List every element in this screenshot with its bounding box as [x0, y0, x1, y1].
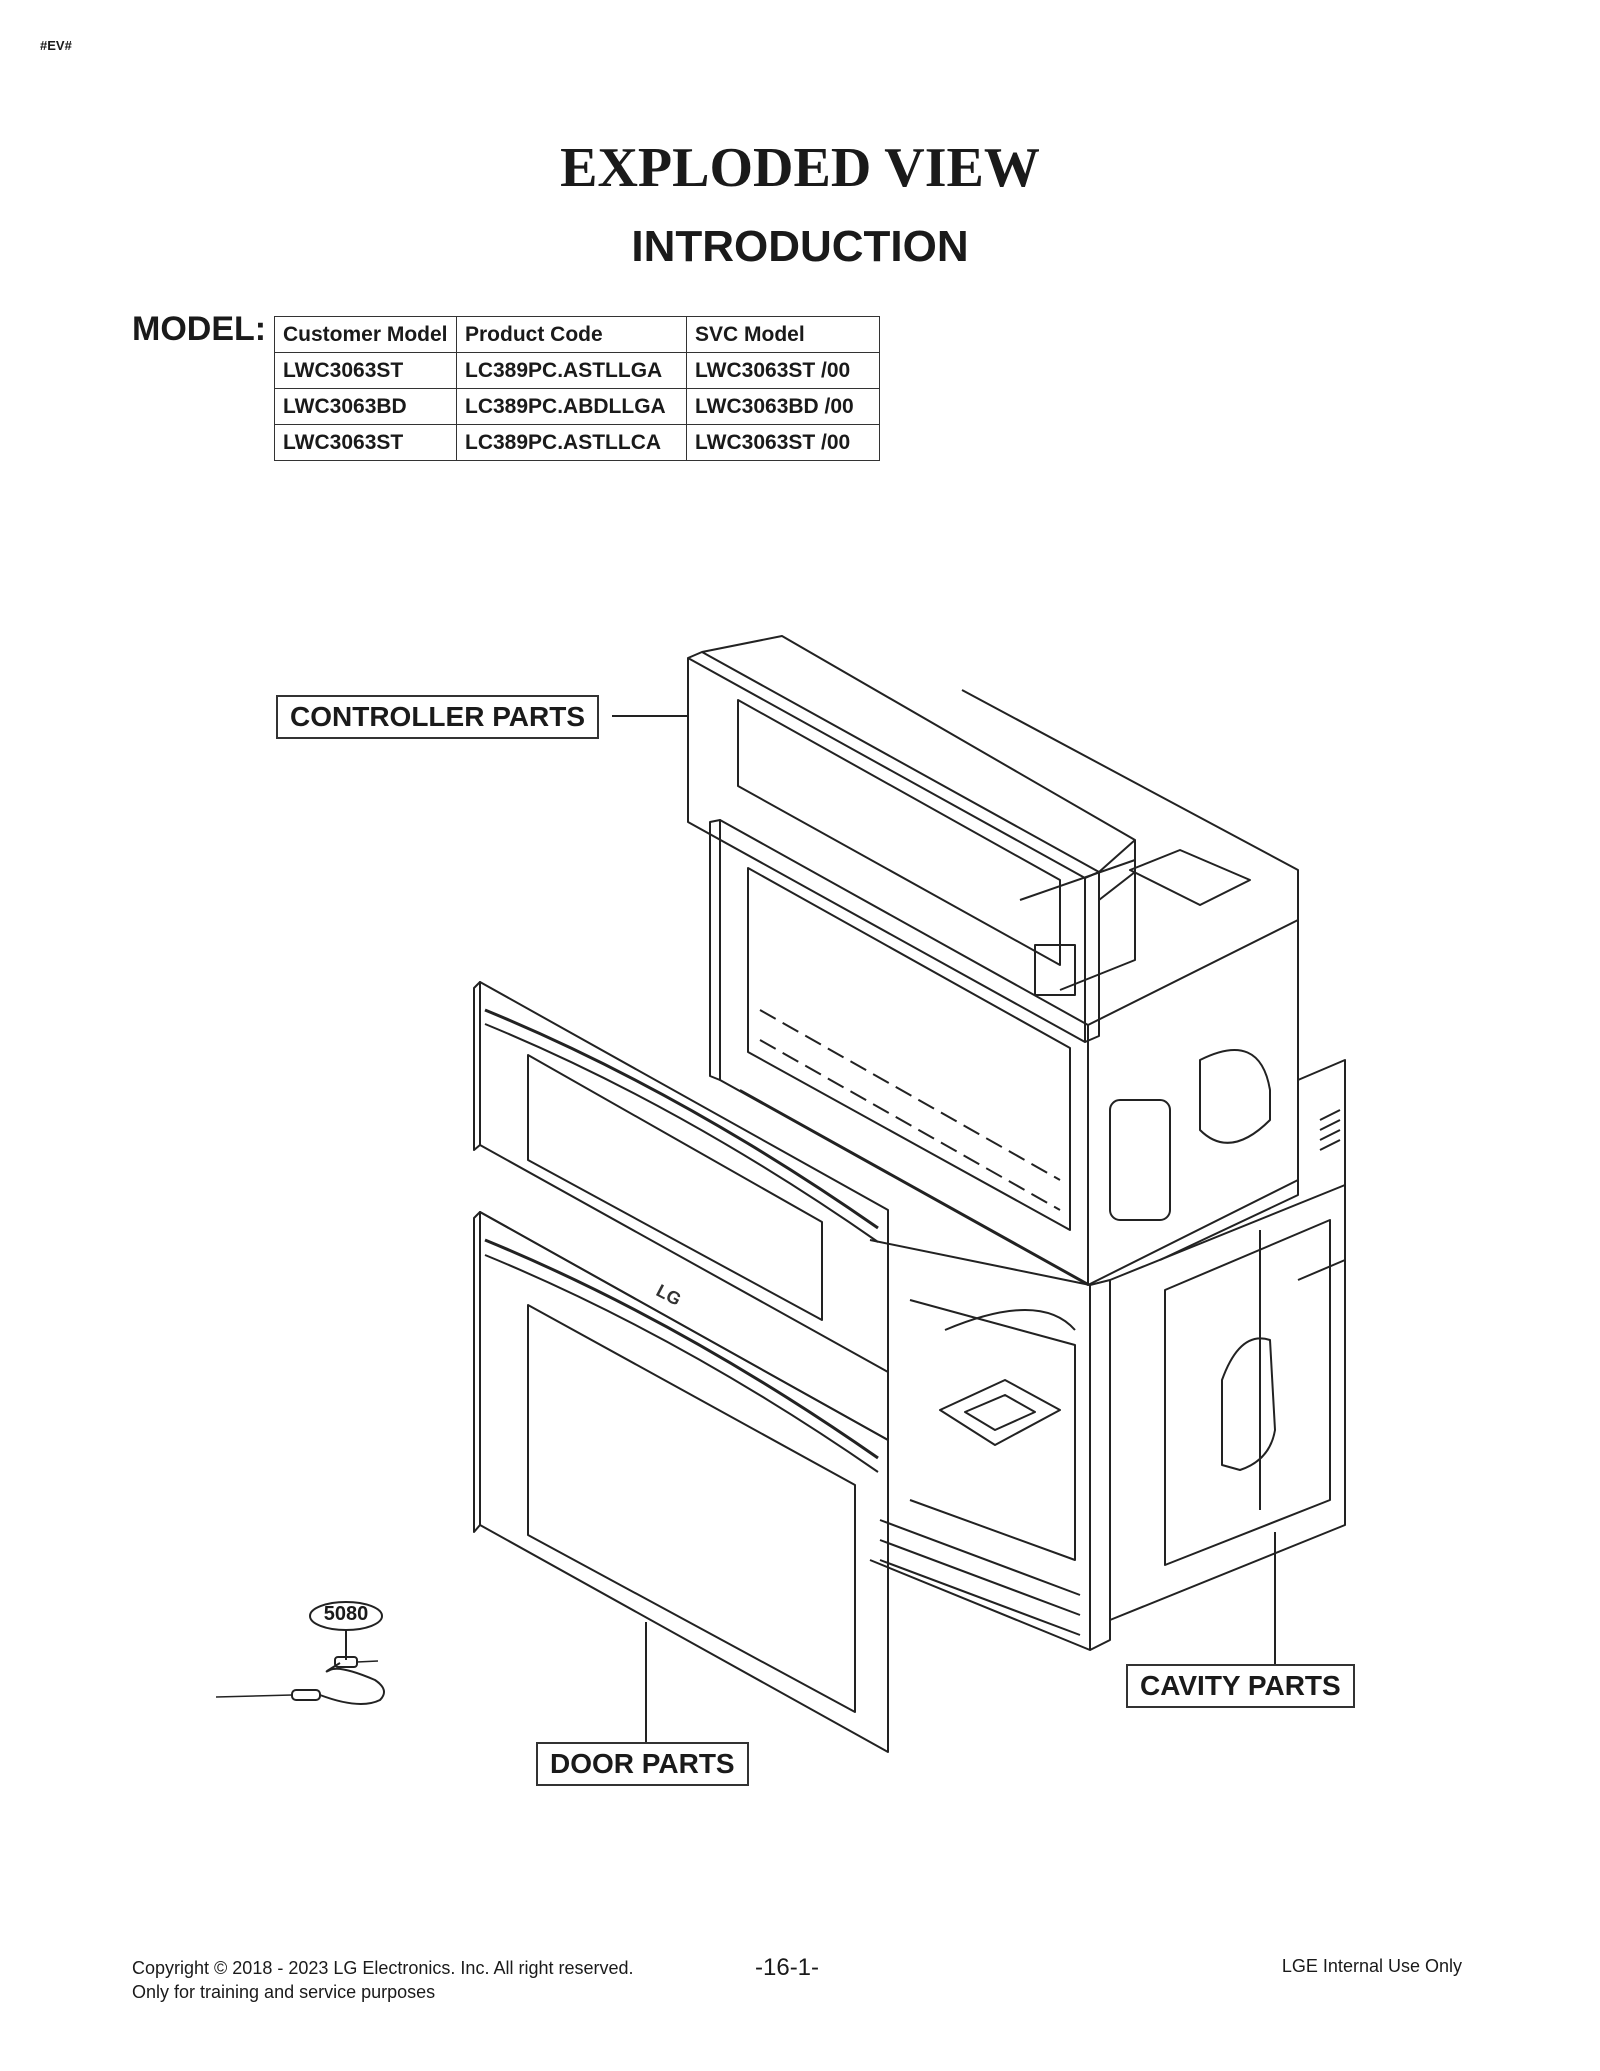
page-number: -16-1-	[755, 1954, 820, 1981]
internal-use-note: LGE Internal Use Only	[1281, 1956, 1462, 1976]
meat-probe-drawing	[215, 1601, 385, 1705]
table-row: LWC3063ST LC389PC.ASTLLCA LWC3063ST /00	[274, 424, 880, 461]
model-label: MODEL:	[132, 310, 267, 348]
table-cell: LWC3063ST	[274, 424, 457, 461]
part-number-5080: 5080	[323, 1603, 369, 1625]
door-parts-callout: DOOR PARTS	[536, 1742, 749, 1786]
table-row: LWC3063ST LC389PC.ASTLLGA LWC3063ST /00	[274, 352, 880, 389]
table-cell: LWC3063ST	[274, 352, 457, 389]
footer-copyright: Copyright © 2018 - 2023 LG Electronics. …	[132, 1956, 634, 2004]
lower-cavity-drawing	[869, 1184, 1346, 1651]
model-table: Customer Model Product Code SVC Model LW…	[274, 316, 880, 461]
lower-door-drawing	[473, 1211, 889, 1753]
table-cell: LWC3063ST /00	[686, 352, 880, 389]
training-line: Only for training and service purposes	[132, 1982, 436, 2002]
page-title: EXPLODED VIEW	[560, 137, 1040, 199]
table-cell: LC389PC.ASTLLGA	[456, 352, 687, 389]
upper-cavity-drawing	[709, 689, 1346, 1286]
document-tag: #EV#	[40, 38, 72, 53]
table-row: LWC3063BD LC389PC.ABDLLGA LWC3063BD /00	[274, 388, 880, 425]
copyright-line: Copyright © 2018 - 2023 LG Electronics. …	[132, 1958, 634, 1978]
table-cell: LC389PC.ABDLLGA	[456, 388, 687, 425]
table-cell: LWC3063ST /00	[686, 424, 880, 461]
column-header: SVC Model	[686, 316, 880, 353]
cavity-parts-callout: CAVITY PARTS	[1126, 1664, 1355, 1708]
controller-panel-drawing	[687, 635, 1136, 1043]
page-subtitle: INTRODUCTION	[631, 222, 969, 271]
controller-parts-callout: CONTROLLER PARTS	[276, 695, 600, 739]
upper-door-drawing	[473, 981, 889, 1373]
table-cell: LC389PC.ASTLLCA	[456, 424, 687, 461]
table-header-row: Customer Model Product Code SVC Model	[274, 316, 880, 353]
